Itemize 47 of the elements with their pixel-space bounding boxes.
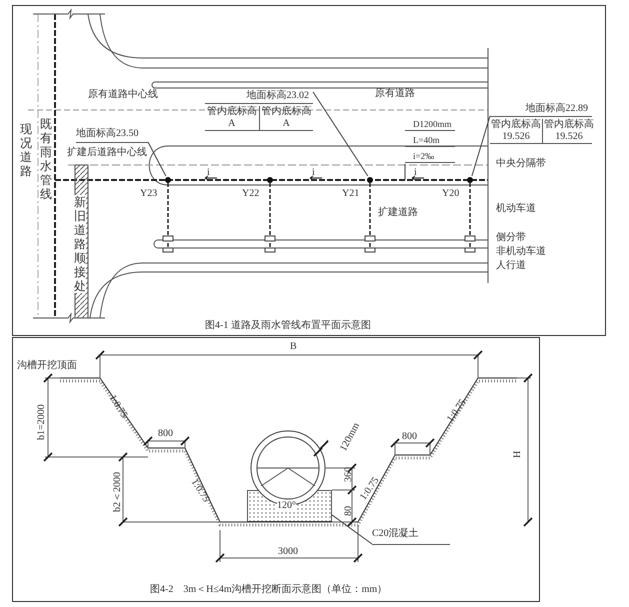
- leader-line: [471, 115, 490, 176]
- pipe-spec-label: L=40m: [405, 134, 455, 147]
- centerline-label: 扩建后道路中心线: [67, 147, 147, 159]
- manhole-label: Y21: [342, 188, 360, 200]
- manhole-label: Y20: [442, 188, 460, 200]
- leader-line: [332, 514, 372, 544]
- road-name-label: 原有道路: [375, 88, 415, 100]
- lane-label: 人行道: [496, 260, 526, 272]
- dimension-label: B: [290, 341, 297, 353]
- dimension-label: H: [512, 450, 524, 458]
- ground-elevation-label: 地面标高23.50: [76, 128, 148, 143]
- invert-elevation-label: 管内底标高 19.526: [490, 119, 542, 143]
- lane-label: 侧分带: [496, 232, 526, 244]
- manhole-label: Y22: [242, 188, 260, 200]
- ground-elevation-label: 地面标高22.89: [490, 103, 592, 117]
- road-name-label: 原有道路中心线: [88, 89, 158, 101]
- dimension-label: b2＜2000: [112, 472, 124, 512]
- pipeline-label: 既有雨水管线: [40, 117, 52, 201]
- road-name-label: 扩建道路: [378, 207, 418, 219]
- pipe-spec-label: D1200mm: [405, 118, 455, 131]
- leader-line: [148, 142, 166, 176]
- manhole-label: Y23: [140, 188, 158, 200]
- lane-label: 中央分隔带: [496, 158, 546, 170]
- leader-line: [312, 91, 368, 176]
- pipe-spec-label: i=2‰: [405, 150, 455, 163]
- material-label: C20混凝土: [372, 528, 450, 545]
- invert-elevation-label: 管内底标高 19.526: [542, 119, 595, 143]
- joint-label: 新旧道路顺接处: [74, 195, 86, 293]
- dimension-label: 800: [158, 428, 173, 440]
- figure-caption: 图4-1 道路及雨水管线布置平面示意图: [205, 320, 371, 332]
- road-name-label: 现况道路: [20, 122, 32, 178]
- slope-label: i: [414, 167, 417, 179]
- slope-label: i: [312, 167, 315, 179]
- slope-label: i: [207, 167, 210, 179]
- dimension-label: 800: [402, 431, 417, 443]
- invert-elevation-label: 管内底标高 A: [258, 106, 313, 130]
- dimension-label: 80: [343, 506, 355, 516]
- figure-caption: 图4-2 3m＜H≤4m沟槽开挖断面示意图（单位：mm）: [150, 584, 388, 596]
- lane-label: 非机动车道: [496, 246, 546, 258]
- ground-elevation-label: 地面标高23.02: [205, 90, 313, 104]
- dimension-label: 3000: [278, 546, 298, 558]
- surface-label: 沟槽开挖顶面: [17, 360, 77, 372]
- dimension-label: b1=2000: [36, 404, 48, 440]
- lane-label: 机动车道: [496, 203, 536, 215]
- angle-label: 120°: [277, 500, 296, 512]
- leader-line: [404, 164, 406, 180]
- invert-elevation-label: 管内底标高 A: [206, 106, 258, 130]
